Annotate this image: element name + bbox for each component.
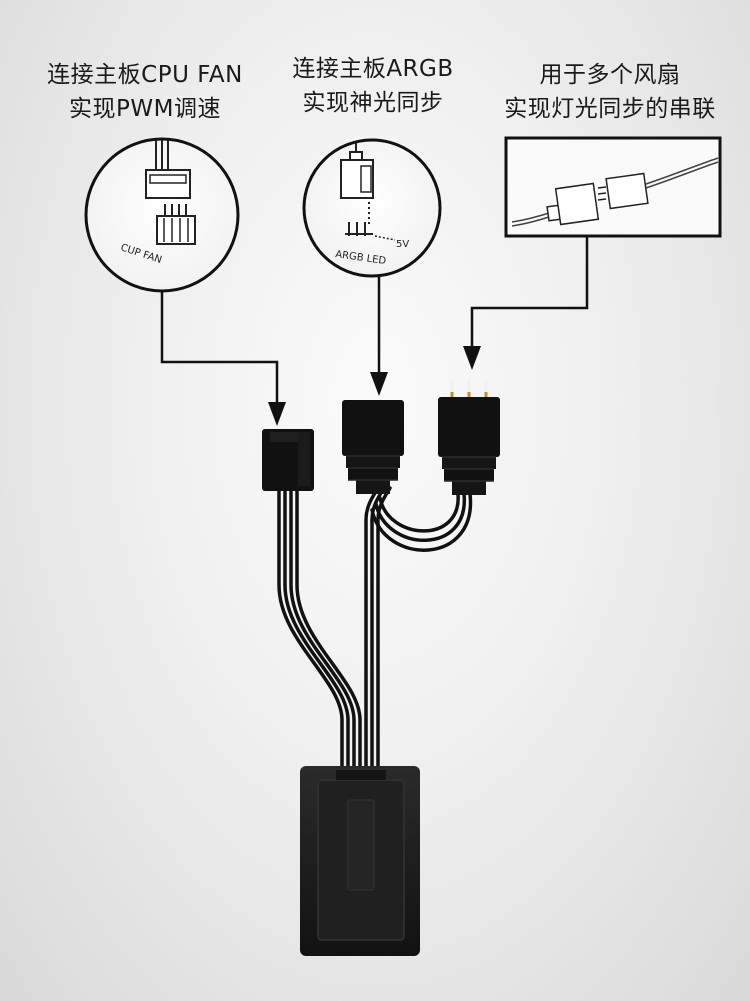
argb-circle — [302, 138, 442, 278]
chain-label: 用于多个风扇 实现灯光同步的串联 — [480, 58, 740, 126]
cpu-fan-label-line1: 连接主板CPU FAN — [47, 62, 243, 88]
argb-female-connector-body — [342, 400, 404, 456]
chain-arrow-icon — [463, 346, 481, 370]
chain-cable-wire — [378, 492, 460, 533]
leader-arrows — [268, 346, 481, 426]
argb-voltage-text: 5V — [396, 239, 409, 250]
chain-label-line2: 实现灯光同步的串联 — [504, 96, 716, 122]
cpu-fan-label-line2: 实现PWM调速 — [69, 96, 221, 122]
leader-lines — [160, 236, 589, 412]
cables — [277, 486, 473, 774]
argb-female-connector — [342, 400, 404, 494]
argb-label-line2: 实现神光同步 — [302, 90, 444, 116]
chain-cable-wire — [370, 492, 473, 552]
argb-male-connector-body — [438, 397, 500, 457]
fan-cable-wire — [295, 488, 362, 774]
hub-logo-plate — [347, 799, 375, 891]
controller-hub — [300, 766, 420, 956]
argb-male-connector — [438, 380, 500, 495]
fan-cable-wire — [289, 488, 356, 774]
chain-callout — [504, 136, 722, 238]
chain-leader-line — [470, 236, 589, 356]
fan-arrow-icon — [268, 402, 286, 426]
fan-cable-wire — [283, 488, 350, 774]
fan-header-pins-icon — [156, 204, 196, 245]
argb-connector-icon — [340, 143, 374, 224]
argb-arrow-icon — [370, 372, 388, 396]
cpu-fan-callout: CUP FAN — [84, 137, 240, 293]
chain-label-line1: 用于多个风扇 — [539, 62, 681, 88]
argb-label-line1: 连接主板ARGB — [292, 56, 454, 82]
chain-connector-icon — [511, 157, 719, 227]
cpu-fan-label: 连接主板CPU FAN 实现PWM调速 — [20, 58, 270, 126]
argb-label: 连接主板ARGB 实现神光同步 — [258, 52, 488, 120]
fan-connector — [262, 429, 314, 491]
argb-callout: 5V ARGB LED — [302, 138, 442, 278]
argb-header-pins-icon — [345, 222, 396, 241]
fan-connector-icon — [145, 140, 191, 199]
fan-cable-wire — [277, 488, 344, 774]
fan-leader-line — [160, 291, 279, 412]
chain-cable-wire — [374, 492, 466, 542]
